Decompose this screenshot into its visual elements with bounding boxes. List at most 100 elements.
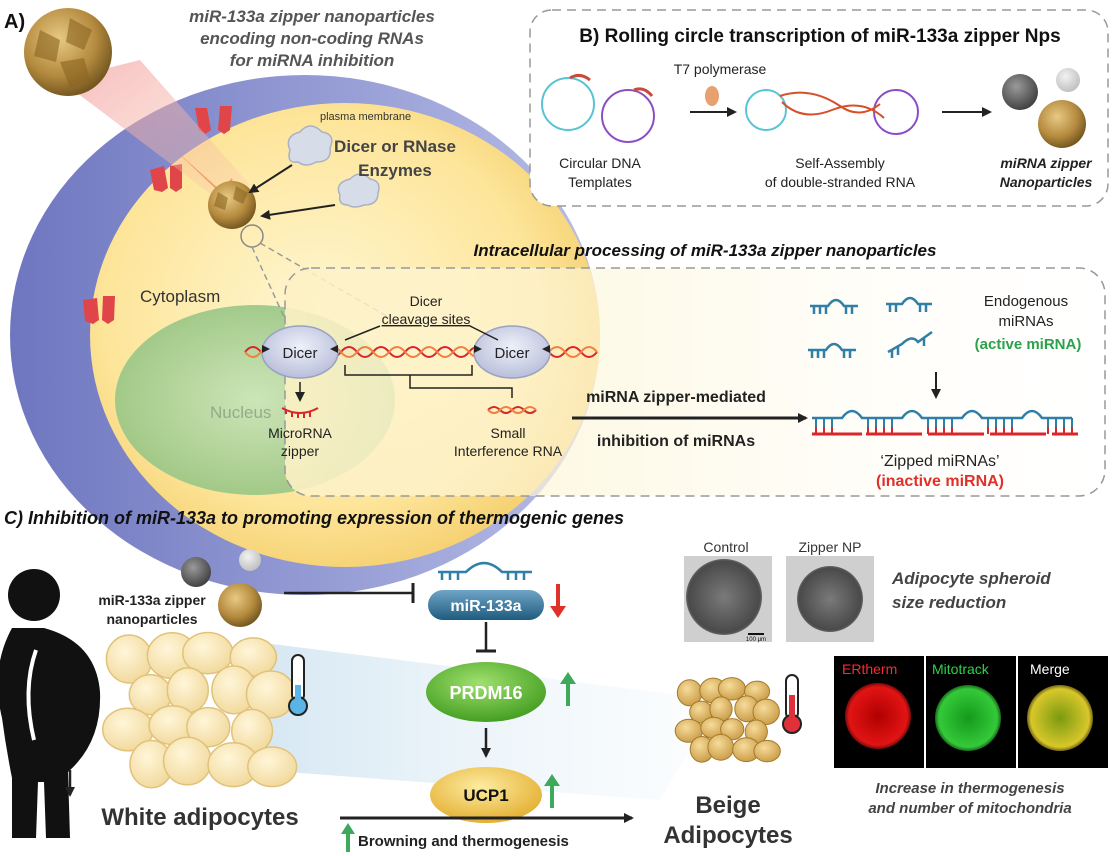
selfassembly-line-1: Self-Assembly (795, 155, 884, 171)
template-primers (569, 73, 654, 97)
plasma-membrane-label: plasma membrane (320, 111, 411, 123)
mir133a-down-arrow (550, 584, 566, 618)
microrna-zipper-icon (281, 407, 319, 418)
increase-line-1: Increase in thermogenesis (875, 780, 1064, 797)
dicer-left: Dicer (261, 325, 339, 379)
increase-label: Increase in thermogenesis and number of … (868, 780, 1071, 817)
zipper-np-image-label: Zipper NP (798, 539, 861, 555)
panel-b-title: B) Rolling circle transcription of miR-1… (579, 26, 1060, 47)
panel-b-box (529, 9, 1109, 207)
panel-c-gold-np-icon (218, 583, 262, 627)
beige-adipocyte-cell (753, 739, 781, 763)
zipper-np-label: miR-133a zipper nanoparticles (98, 592, 206, 627)
beige-label: Beige Adipocytes (663, 792, 792, 849)
panel-a-title-line-1: miR-133a zipper nanoparticles (189, 7, 435, 26)
white-adipocyte-cell (186, 706, 231, 748)
panel-b: B) Rolling circle transcription of miR-1… (529, 9, 1109, 207)
enzymes-label-line-1: Dicer or RNase (334, 137, 456, 156)
mediated-line-1: miRNA zipper-mediated (586, 389, 766, 406)
rna-strands (779, 91, 885, 119)
control-label: Control (703, 539, 748, 555)
mediated-line-2: inhibition of miRNAs (597, 433, 755, 450)
sirna-label: Small Interference RNA (454, 425, 563, 459)
beige-adipocyte-cell (752, 698, 780, 725)
membrane-receptor-icons (83, 106, 232, 324)
browning-label: Browning and thermogenesis (358, 833, 569, 850)
intracellular-nanoparticle-icon (208, 181, 256, 229)
selfassembly-label: Self-Assembly of double-stranded RNA (765, 155, 916, 190)
ucp1-label: UCP1 (463, 786, 508, 805)
ertherm-spheroid (845, 683, 911, 749)
sirna-icon (487, 406, 537, 414)
microrna-zipper-line-1: MicroRNA (268, 425, 332, 441)
nanoparticles-line-2: Nanoparticles (1000, 174, 1093, 190)
white-adipocyte-cell (247, 746, 298, 788)
panel-a-label: A) (4, 11, 25, 33)
browning-up-arrow (341, 823, 355, 852)
white-adipocyte-cell (162, 736, 212, 786)
zipper-np-line-2: nanoparticles (106, 611, 197, 627)
panel-a-title-line-2: encoding non-coding RNAs (200, 29, 424, 48)
zipper-np-spheroid (797, 566, 863, 632)
processing-title: Intracellular processing of miR-133a zip… (474, 241, 937, 260)
white-adipocytes-label: White adipocytes (101, 804, 298, 831)
prdm16-up-arrow (560, 672, 576, 706)
mir133a-hairpin-icon (438, 561, 532, 580)
zipped-mirnas-label: ‘Zipped miRNAs’ (880, 453, 999, 470)
zipped-mirna-complex (812, 409, 1078, 436)
beige-adipocyte-cell (707, 733, 735, 761)
microrna-zipper-label: MicroRNA zipper (268, 425, 332, 459)
obese-person-icon (0, 569, 101, 838)
ucp1-node (430, 767, 542, 823)
gold-nanoparticle-icon (1038, 100, 1086, 148)
thermometer-hot-icon (782, 674, 802, 734)
zipper-np-line-1: miR-133a zipper (98, 592, 206, 608)
spheroid-label: Adipocyte spheroid size reduction (891, 569, 1051, 612)
sirna-line-2: Interference RNA (454, 443, 563, 459)
nanoparticles-label: miRNA zipper Nanoparticles (1000, 155, 1093, 190)
cleavage-pointers (344, 325, 499, 341)
enzyme-arrow-2 (260, 204, 336, 220)
processing-box (284, 267, 1106, 497)
uptake-beam (60, 60, 250, 205)
dicer-left-label: Dicer (282, 345, 317, 362)
enzymes-label-line-2: Enzymes (358, 161, 432, 180)
merge-label: Merge (1030, 661, 1070, 677)
sirna-line-1: Small (490, 425, 525, 441)
polymerase-icon (705, 86, 719, 106)
transcription-circle-2 (873, 89, 919, 135)
large-nanoparticle-icon (24, 8, 112, 96)
transcription-circle-1 (745, 89, 787, 131)
mitotrack-spheroid (935, 685, 1001, 751)
increase-line-2: and number of mitochondria (868, 800, 1071, 817)
circular-line-2: Templates (568, 174, 632, 190)
microrna-zipper-line-2: zipper (281, 443, 319, 459)
nanoparticles-line-1: miRNA zipper (1000, 155, 1093, 171)
panel-c: C) Inhibition of miR-133a to promoting e… (0, 508, 1108, 852)
fragment-bracket (344, 365, 513, 398)
cleavage-sites-label: Dicer cleavage sites (382, 293, 471, 327)
inactive-mirna-label: (inactive miRNA) (876, 473, 1004, 490)
merge-spheroid (1027, 685, 1093, 751)
ertherm-label: ERtherm (842, 661, 897, 677)
beige-line-1: Beige (695, 792, 760, 819)
panel-c-light-np-icon (239, 549, 261, 571)
endogenous-line-1: Endogenous (984, 293, 1068, 310)
enzyme-arrow-1 (248, 164, 293, 194)
mir133a-label: miR-133a (450, 598, 521, 615)
light-nanoparticle-icon (1056, 68, 1080, 92)
cleavage-site-markers (262, 345, 550, 353)
nucleus-label: Nucleus (210, 403, 271, 422)
cytoplasm-label: Cytoplasm (140, 287, 220, 306)
thermometer-cold-icon (288, 654, 308, 716)
circular-template-1 (541, 77, 595, 131)
prdm16-label: PRDM16 (449, 683, 522, 703)
panel-c-gray-np-icon (181, 557, 211, 587)
mir133a-box (428, 590, 544, 620)
panel-a-title: miR-133a zipper nanoparticles encoding n… (189, 7, 435, 70)
gray-nanoparticle-icon (1002, 74, 1038, 110)
circular-label: Circular DNA Templates (559, 155, 641, 190)
control-spheroid (686, 559, 762, 635)
active-mirna-label: (active miRNA) (975, 336, 1082, 353)
